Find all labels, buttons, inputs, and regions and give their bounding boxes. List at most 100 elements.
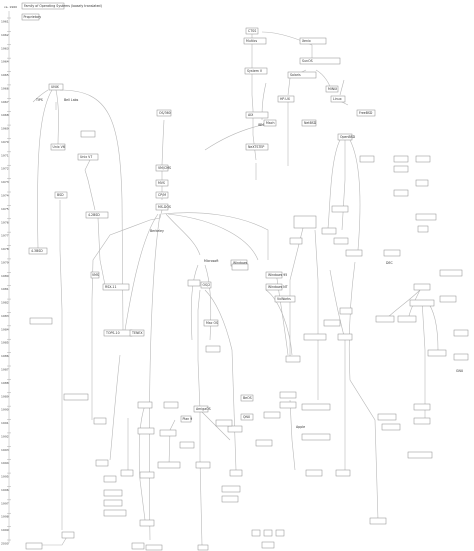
- node-mvs[interactable]: MVS: [155, 179, 169, 187]
- minor-node: [289, 237, 303, 245]
- minor-node: [229, 469, 243, 477]
- annotation: DEC: [386, 261, 393, 265]
- minor-node: [413, 417, 431, 425]
- node-os360[interactable]: OS/360: [156, 109, 172, 117]
- node-aix[interactable]: AIX: [245, 111, 269, 119]
- node-v6[interactable]: Unix V6: [50, 143, 66, 151]
- node-label: SunOS: [302, 59, 313, 63]
- node-macos[interactable]: Mac OS: [203, 319, 219, 327]
- minor-node: [157, 461, 181, 469]
- node-label: FreeBSD: [359, 111, 373, 115]
- node-vxworks[interactable]: VxWorks: [274, 295, 296, 303]
- edge: [339, 79, 345, 96]
- node-sysv[interactable]: System V: [244, 67, 268, 75]
- node-plan9[interactable]: Plan 9: [180, 415, 192, 423]
- legend-subtitle-box: [21, 13, 40, 21]
- node-bsd4[interactable]: 4.2BSD: [85, 211, 109, 219]
- minor-node: [195, 461, 211, 469]
- year-label: 1968: [1, 113, 9, 117]
- minor-node: [393, 189, 409, 197]
- node-mach[interactable]: Mach: [263, 119, 277, 127]
- node-tenex[interactable]: TENEX: [129, 329, 145, 337]
- node-win95[interactable]: Windows 95: [265, 271, 287, 279]
- node-label: OS/2: [203, 283, 211, 287]
- edge: [251, 34, 257, 161]
- node-label: RSX-11: [105, 285, 116, 289]
- node-xenix[interactable]: Xenix: [299, 37, 327, 45]
- node-tops[interactable]: TOPS-10: [103, 329, 133, 337]
- edge: [168, 419, 176, 466]
- node-msdos[interactable]: MS-DOS: [155, 203, 171, 211]
- node-sunos[interactable]: SunOS: [299, 57, 341, 65]
- node-nt[interactable]: Windows NT: [265, 283, 288, 291]
- edge: [199, 409, 231, 441]
- minor-node: [139, 471, 155, 479]
- node-freebsd[interactable]: FreeBSD: [356, 109, 376, 117]
- edge: [425, 299, 439, 351]
- annotation: Apple: [296, 425, 305, 429]
- year-label: 1972: [1, 167, 9, 171]
- minor-node: [205, 345, 221, 353]
- node-bsd[interactable]: BSD: [54, 191, 68, 199]
- node-amiga[interactable]: AmigaOS: [193, 405, 211, 413]
- node-label: QNX: [243, 415, 251, 419]
- minor-node: [197, 544, 209, 551]
- minor-node: [263, 529, 273, 537]
- minor-node: [61, 531, 75, 539]
- node-next[interactable]: NeXTSTEP: [245, 143, 269, 151]
- node-bsd43[interactable]: 4.3BSD: [28, 247, 48, 255]
- node-label: UNIX: [51, 85, 60, 89]
- minor-node: [413, 283, 431, 291]
- year-label: 1979: [1, 260, 9, 264]
- node-linux[interactable]: Linux: [330, 95, 346, 103]
- minor-node: [29, 317, 53, 325]
- minor-node: [409, 299, 435, 307]
- node-solaris[interactable]: Solaris: [287, 71, 317, 79]
- year-label: 1997: [1, 501, 9, 505]
- edge: [314, 229, 319, 400]
- node-beos[interactable]: BeOS: [240, 394, 254, 402]
- year-label: 1976: [1, 220, 9, 224]
- year-label: 1999: [1, 528, 9, 532]
- year-ticks: 1961196219631964196519661967196819691970…: [1, 17, 11, 546]
- node-os2[interactable]: OS/2: [200, 281, 212, 289]
- minor-node: [285, 355, 301, 363]
- minor-node: [131, 542, 145, 550]
- minor-node: [439, 295, 457, 303]
- year-label: 1982: [1, 301, 9, 305]
- minor-node: [323, 319, 341, 327]
- node-label: NetBSD: [304, 121, 317, 125]
- minor-node: [369, 517, 387, 525]
- node-rsx[interactable]: RSX-11: [102, 283, 130, 291]
- node-openbsd[interactable]: OpenBSD: [337, 133, 356, 141]
- annotations: TIPS Bell Labs Berkeley IBM Microsoft Ap…: [35, 98, 464, 429]
- minor-node: [417, 225, 429, 233]
- year-label: 1989: [1, 394, 9, 398]
- year-label: 1981: [1, 287, 9, 291]
- annotation: Bell Labs: [64, 98, 79, 102]
- node-qnx[interactable]: QNX: [240, 413, 254, 421]
- minor-node: [337, 333, 353, 341]
- node-hpux[interactable]: HP-UX: [277, 95, 295, 103]
- nodes: CTSS Multics UNIX Unix V6 Unix V7 BSD 4.…: [28, 27, 376, 423]
- node-multics[interactable]: Multics: [243, 37, 267, 45]
- edge: [161, 119, 165, 200]
- edge: [329, 269, 346, 470]
- year-label: 1963: [1, 46, 9, 50]
- node-cpm[interactable]: CP/M: [155, 191, 169, 199]
- edge: [32, 89, 49, 103]
- node-vm[interactable]: VM/CMS: [155, 164, 171, 172]
- annotation: Microsoft: [204, 259, 219, 263]
- minor-node: [120, 469, 134, 477]
- minor-node: [187, 279, 201, 287]
- node-ctss[interactable]: CTSS: [245, 27, 259, 35]
- node-netbsd[interactable]: NetBSD: [301, 119, 317, 127]
- year-label: 1995: [1, 475, 9, 479]
- minor-node: [93, 417, 107, 425]
- edge: [55, 89, 59, 146]
- node-unix[interactable]: UNIX: [48, 83, 64, 91]
- node-minix[interactable]: MINIX: [325, 85, 339, 93]
- node-vms[interactable]: VMS: [90, 271, 100, 279]
- node-v7[interactable]: Unix V7: [77, 153, 99, 161]
- edge: [37, 89, 53, 249]
